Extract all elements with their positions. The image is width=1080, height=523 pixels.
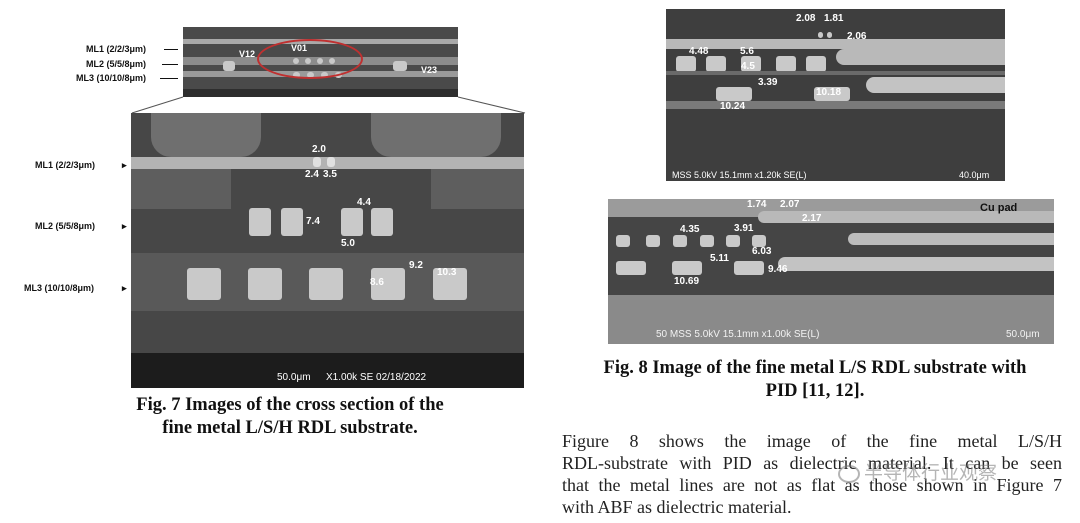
sem-info-bar: X1.00k SE 02/18/2022	[326, 372, 427, 383]
sem-info-bar: 50 MSS 5.0kV 15.1mm x1.00k SE(L)	[656, 329, 820, 340]
via-label-v01: V01	[291, 43, 308, 53]
highlight-ellipse	[257, 39, 363, 79]
fig7-caption-line2: fine metal L/S/H RDL substrate.	[162, 418, 418, 438]
measure-ml3-width: 10.3	[437, 267, 457, 278]
measure-ml1-left: 2.4	[305, 169, 319, 180]
pointer-arrow: ▸	[122, 221, 127, 231]
measure-label: 2.06	[847, 31, 867, 42]
overview-layer-label-ml2: ML2 (5/5/8μm)	[86, 59, 147, 69]
pointer-arrow: ▸	[122, 283, 127, 293]
overview-sem-image: V12 V01 V23	[183, 27, 458, 97]
measure-label: 6.03	[752, 246, 772, 257]
measure-label: 5.11	[710, 253, 729, 264]
measure-ml2-width: 5.0	[341, 238, 355, 249]
measure-label: 9.46	[768, 264, 788, 275]
body-paragraph: Figure 8 shows the image of the fine met…	[562, 430, 1062, 518]
measure-label: 3.39	[758, 77, 778, 88]
measure-ml1-right: 3.5	[323, 169, 337, 180]
watermark: 半导体行业观察	[838, 458, 997, 485]
fig8-top-sem-image: 2.08 1.81 2.06 4.48 5.6 4.5 3.39 10.24 1…	[666, 9, 1005, 181]
measure-label: 3.91	[734, 223, 754, 234]
fig7-caption-line1: Fig. 7 Images of the cross section of th…	[136, 395, 444, 415]
fig8-caption-line2: PID [11, 12].	[765, 381, 865, 401]
measure-label: 2.08	[796, 13, 816, 24]
scale-bar-label: 50.0μm	[277, 372, 311, 383]
measure-label: 10.24	[720, 101, 746, 112]
main-sem-image: 2.0 2.4 3.5 4.4 7.4 5.0 9.2 10.3 8.6 50.…	[131, 113, 524, 388]
measure-label: 4.5	[741, 61, 755, 72]
layer-label-ml3: ML3 (10/10/8μm)	[24, 283, 95, 293]
scale-bar-label: 40.0μm	[959, 170, 990, 180]
measure-ml2-height: 7.4	[306, 216, 320, 227]
pointer-line	[162, 64, 178, 65]
pointer-line	[160, 78, 178, 79]
measure-label: 5.6	[740, 46, 754, 57]
paragraph-line: that the metal lines are not as flat as …	[562, 475, 1062, 495]
paragraph-line: with ABF as dielectric material.	[562, 497, 792, 517]
sem-info-bar: MSS 5.0kV 15.1mm x1.20k SE(L)	[672, 170, 807, 180]
measure-label: 1.81	[824, 13, 844, 24]
zoom-connector	[131, 96, 526, 114]
via-label-v12: V12	[239, 49, 256, 59]
measure-label: 4.35	[680, 224, 700, 235]
fig8-bottom-sem-image: 1.74 2.07 2.17 4.35 3.91 6.03 5.11 9.46 …	[608, 199, 1054, 344]
scale-bar-label: 50.0μm	[1006, 329, 1040, 340]
watermark-text: 半导体行业观察	[864, 462, 998, 484]
overview-layer-label-ml3: ML3 (10/10/8μm)	[76, 73, 147, 83]
measure-ml1-top: 2.0	[312, 144, 326, 155]
measure-label: 1.74	[747, 199, 767, 210]
wechat-icon	[838, 464, 860, 483]
fig8-caption-line1: Fig. 8 Image of the fine metal L/S RDL s…	[603, 358, 1027, 378]
overview-layer-label-ml1: ML1 (2/2/3μm)	[86, 44, 147, 54]
paragraph-line: Figure 8 shows the image of the fine met…	[562, 431, 1062, 451]
measure-ml3-space: 9.2	[409, 260, 423, 271]
layer-label-ml2: ML2 (5/5/8μm)	[35, 221, 96, 231]
layer-label-ml1: ML1 (2/2/3μm)	[35, 160, 96, 170]
measure-label: 10.69	[674, 276, 700, 287]
via-label-v23: V23	[421, 65, 438, 75]
measure-label: 4.48	[689, 46, 709, 57]
measure-ml3-height: 8.6	[370, 277, 384, 288]
pointer-line	[164, 49, 178, 50]
measure-ml2-space: 4.4	[357, 197, 371, 208]
cu-pad-label: Cu pad	[980, 202, 1018, 214]
pointer-arrow: ▸	[122, 160, 127, 170]
measure-label: 2.07	[780, 199, 800, 210]
paragraph-line: RDL-substrate with PID as dielectric mat…	[562, 453, 1062, 473]
measure-label: 10.18	[816, 87, 842, 98]
measure-label: 2.17	[802, 213, 822, 224]
